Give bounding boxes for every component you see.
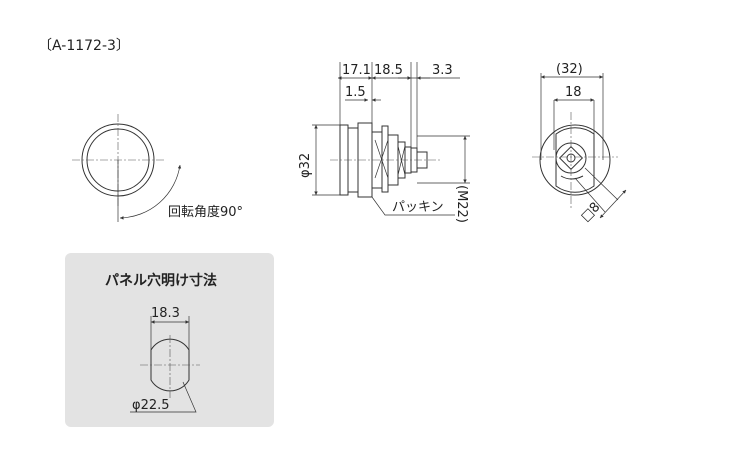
dim-1-5: 1.5	[345, 85, 366, 100]
packing-label: パッキン	[392, 200, 444, 215]
front-view: 回転角度90°	[72, 114, 243, 222]
part-number-title: 〔A-1172-3〕	[38, 38, 130, 54]
dim-32: (32)	[556, 62, 583, 77]
dim-m22: (M22)	[454, 185, 469, 223]
dim-cutout-diameter: φ22.5	[132, 398, 170, 413]
dim-3-3: 3.3	[432, 63, 453, 78]
dim-18-5: 18.5	[374, 63, 403, 78]
dim-square-8: □8	[578, 200, 603, 225]
panel-cutout-box: パネル穴明け寸法 18.3 φ22.5	[65, 253, 274, 427]
side-view: 17.1 18.5 3.3 1.5 φ32 (M22) パッキン	[298, 62, 470, 223]
panel-cutout-title: パネル穴明け寸法	[105, 272, 217, 289]
dim-phi-32: φ32	[298, 153, 313, 178]
dim-18: 18	[565, 85, 582, 100]
dim-17-1: 17.1	[342, 63, 371, 78]
dim-cutout-width: 18.3	[151, 306, 180, 321]
rotation-angle-label: 回転角度90°	[168, 204, 243, 220]
rear-view: (32) 18 □8	[532, 62, 627, 225]
